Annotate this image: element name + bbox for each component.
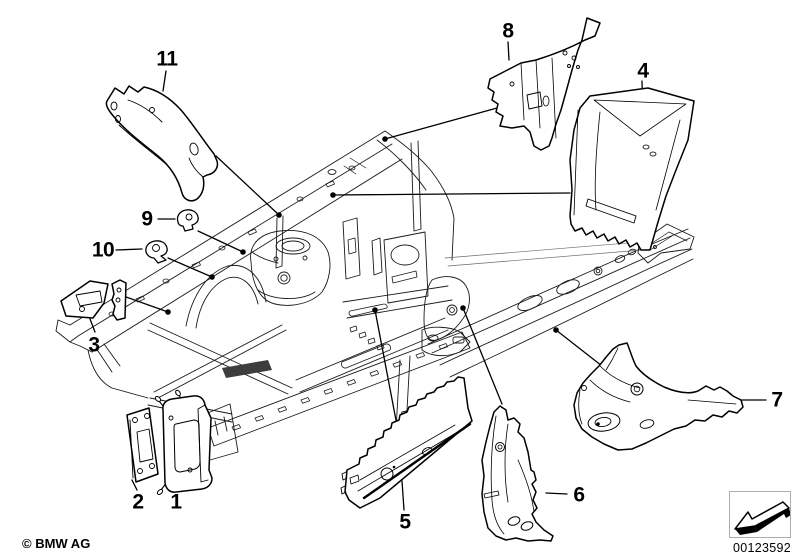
callout-9[interactable]: 9 bbox=[141, 207, 153, 231]
callout-5[interactable]: 5 bbox=[399, 510, 411, 534]
part-8-drawing bbox=[487, 17, 601, 151]
part-1-drawing bbox=[154, 389, 213, 495]
part-7-drawing bbox=[573, 342, 744, 451]
part-4-drawing bbox=[569, 87, 695, 251]
leader-part-4 bbox=[332, 192, 571, 196]
leader-label-2 bbox=[131, 479, 138, 491]
direction-arrow-icon bbox=[729, 491, 791, 538]
leader-part-5 bbox=[374, 309, 400, 437]
leader-part-6 bbox=[462, 307, 503, 405]
leader-end-dots bbox=[165, 136, 559, 333]
callout-7[interactable]: 7 bbox=[771, 388, 783, 412]
leader-label-6 bbox=[545, 492, 568, 495]
leader-part-8 bbox=[384, 107, 498, 140]
leader-part-7 bbox=[555, 329, 603, 367]
part-10-drawing bbox=[145, 240, 168, 264]
leader-label-11 bbox=[162, 70, 167, 92]
main-assembly-drawing bbox=[55, 130, 695, 463]
leader-part-9 bbox=[197, 230, 244, 253]
callout-2[interactable]: 2 bbox=[132, 490, 144, 514]
leader-label-5 bbox=[401, 480, 405, 511]
callout-3[interactable]: 3 bbox=[88, 333, 100, 357]
callout-1[interactable]: 1 bbox=[170, 490, 182, 514]
part-6-drawing bbox=[481, 405, 554, 542]
leader-label-8 bbox=[507, 41, 510, 61]
callout-10[interactable]: 10 bbox=[91, 238, 115, 262]
leader-label-10 bbox=[115, 248, 143, 251]
leader-part-11 bbox=[215, 155, 280, 216]
copyright-text: © BMW AG bbox=[22, 536, 91, 551]
leader-part-3 bbox=[125, 296, 169, 313]
callout-8[interactable]: 8 bbox=[502, 19, 514, 43]
callout-4[interactable]: 4 bbox=[637, 59, 649, 83]
callout-11[interactable]: 11 bbox=[156, 47, 178, 71]
part-11-drawing bbox=[105, 85, 219, 202]
part-3-drawing bbox=[60, 279, 127, 321]
part-9-drawing bbox=[176, 209, 199, 232]
leader-label-3 bbox=[89, 318, 96, 333]
leader-part-10 bbox=[167, 257, 213, 278]
document-number: 00123592 bbox=[733, 541, 792, 555]
callout-6[interactable]: 6 bbox=[573, 483, 585, 507]
part-2-drawing bbox=[126, 407, 159, 483]
part-5-drawing bbox=[340, 376, 473, 509]
